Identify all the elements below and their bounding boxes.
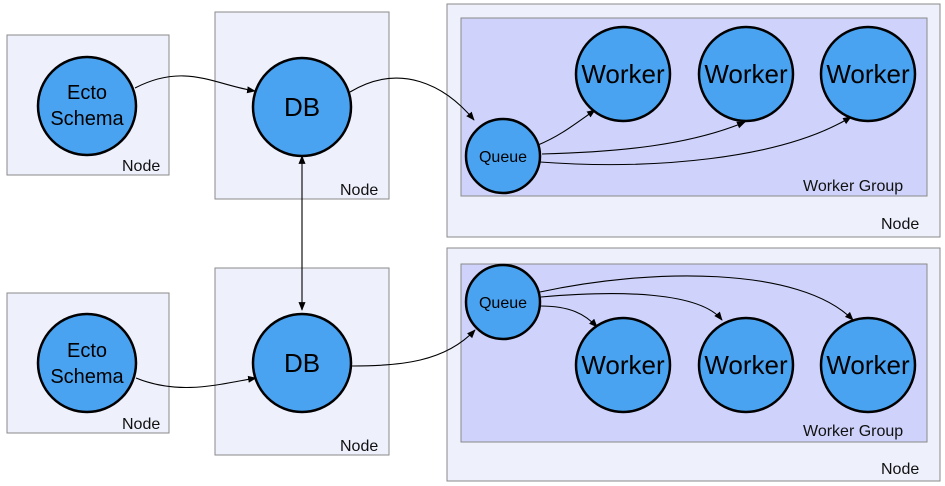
ecto-schema-circle	[36, 312, 138, 414]
edge-db-to-queue-bottom	[351, 329, 476, 367]
queue-circle	[464, 117, 542, 195]
worker-label: Worker	[581, 350, 665, 380]
ecto-schema-line-2: Schema	[50, 108, 124, 130]
worker-circle	[697, 316, 795, 414]
queue-node-top: Queue	[464, 117, 542, 195]
node-label: Node	[340, 182, 378, 199]
edge-queue-to-worker-2-bottom	[540, 293, 723, 321]
edge-queue-to-worker-3-top	[539, 116, 852, 166]
db-label: DB	[284, 92, 320, 122]
edge-ecto-to-db-bottom	[135, 375, 257, 389]
worker-node-bottom-3: Worker	[819, 316, 917, 414]
db-node-bottom: DB	[251, 312, 353, 414]
queue-node-bottom: Queue	[464, 263, 542, 341]
ecto-schema-node-bottom: Ecto Schema	[36, 312, 138, 414]
node-label: Node	[881, 461, 919, 478]
queue-circle	[464, 263, 542, 341]
worker-group-label: Worker Group	[803, 178, 903, 195]
worker-node-top-3: Worker	[819, 25, 917, 123]
db-label: DB	[284, 348, 320, 378]
worker-circle	[574, 25, 672, 123]
ecto-schema-node-top: Ecto Schema	[36, 55, 138, 157]
worker-node-bottom-1: Worker	[574, 316, 672, 414]
db-node-top: DB	[251, 56, 353, 158]
queue-label: Queue	[479, 295, 527, 312]
queue-label: Queue	[479, 149, 527, 166]
worker-label: Worker	[704, 350, 788, 380]
edge-queue-to-worker-3-bottom	[539, 275, 854, 321]
worker-label: Worker	[704, 59, 788, 89]
edge-queue-to-worker-2-top	[541, 121, 746, 155]
edge-queue-to-worker-1-bottom	[539, 305, 598, 328]
worker-circle	[819, 316, 917, 414]
db-circle	[251, 56, 353, 158]
worker-label: Worker	[826, 59, 910, 89]
node-label: Node	[122, 416, 160, 433]
worker-circle	[819, 25, 917, 123]
worker-node-bottom-2: Worker	[697, 316, 795, 414]
edge-queue-to-worker-1-top	[537, 109, 596, 146]
edge-ecto-to-db-top	[134, 75, 256, 94]
worker-group-label: Worker Group	[803, 423, 903, 440]
node-label: Node	[881, 216, 919, 233]
worker-node-top-1: Worker	[574, 25, 672, 123]
ecto-schema-line-1: Ecto	[67, 82, 107, 104]
worker-circle	[574, 316, 672, 414]
db-circle	[251, 312, 353, 414]
ecto-schema-line-1: Ecto	[67, 340, 107, 362]
worker-node-top-2: Worker	[697, 25, 795, 123]
ecto-schema-line-2: Schema	[50, 366, 124, 388]
node-label: Node	[340, 438, 378, 455]
worker-label: Worker	[826, 350, 910, 380]
ecto-schema-circle	[36, 55, 138, 157]
worker-label: Worker	[581, 59, 665, 89]
edge-db-to-queue-top	[349, 77, 475, 121]
worker-circle	[697, 25, 795, 123]
node-label: Node	[122, 158, 160, 175]
